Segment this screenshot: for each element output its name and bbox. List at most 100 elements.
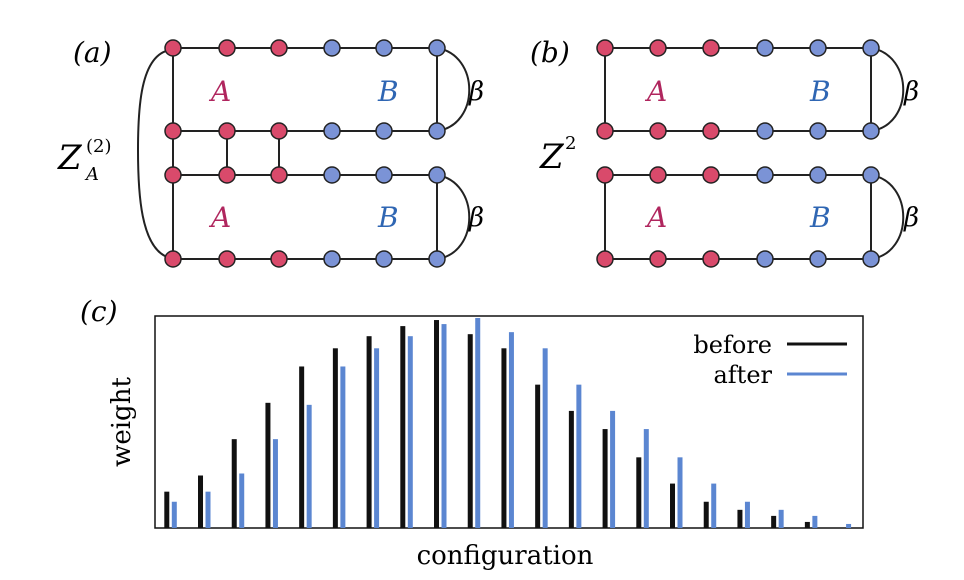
node [428,122,446,140]
node [218,122,236,140]
panel-a-beta-bottom: β [468,203,484,233]
bar-before [366,336,372,528]
node [649,39,667,57]
bar-before [299,366,305,528]
panel-a-lattice: (a) [57,36,484,268]
node [270,39,288,57]
bar-before [670,483,676,528]
node [702,122,720,140]
bar-before [501,348,507,528]
node [270,122,288,140]
node [809,250,827,268]
bar-before [467,334,473,528]
node [164,250,182,268]
panel-a-beta-top: β [468,77,484,107]
node [164,166,182,184]
bar-after [475,318,481,528]
node [375,250,393,268]
panel-b-beta-arc-bottom [870,174,905,260]
node [428,166,446,184]
bar-before [164,491,170,528]
bar-after [239,473,245,528]
legend-label-before: before [693,331,772,359]
node [702,166,720,184]
panel-b-z-symbol: Z [539,137,565,177]
panel-a-beta-arc-top [436,47,471,132]
node [756,39,774,57]
panel-b-region-b-top: B [809,75,831,108]
panel-c-label: (c) [80,295,118,328]
bar-before [231,439,237,528]
node [809,122,827,140]
x-axis-label: configuration [417,541,594,571]
panel-a-beta-arc-bottom [436,174,471,260]
bar-before [332,348,338,528]
bar-after [677,457,683,528]
bar-before [703,501,709,528]
panel-a-region-b-top: B [377,75,399,108]
node [428,250,446,268]
node [218,166,236,184]
node [649,122,667,140]
node [270,250,288,268]
bar-before [737,509,743,528]
bar-after [272,439,278,528]
panel-a-z-symbol: Z [57,138,83,178]
panel-c-chart: (c) configuration weight before after [80,295,864,571]
bar-after [171,501,177,528]
panel-b-beta-bottom: β [903,203,919,233]
panel-b-z-superscript: 2 [565,133,576,154]
bar-after [340,366,346,528]
panel-b-region-b-bottom: B [809,201,831,234]
bar-before [434,320,440,528]
node [702,39,720,57]
bar-after [441,324,447,528]
node [862,122,880,140]
node [375,166,393,184]
bar-after [610,410,616,528]
panel-a-z-superscript: (2) [86,136,112,157]
panel-b-region-a-top: A [644,75,667,108]
node [702,250,720,268]
bar-before [602,429,608,528]
node [323,166,341,184]
bar-after [812,515,818,528]
node [596,166,614,184]
panel-b-label: (b) [530,36,570,69]
node [596,122,614,140]
node [649,250,667,268]
bar-after [306,404,312,528]
bar-after [576,384,582,528]
chart-bars [164,318,852,528]
node [323,122,341,140]
bar-before [265,402,271,528]
bar-after [374,348,380,528]
node [428,39,446,57]
bar-after [407,336,413,528]
bar-after [643,429,649,528]
bar-before [198,475,204,528]
y-axis-label: weight [107,377,137,467]
panel-a-z-subscript: A [84,164,99,185]
bar-after [508,332,514,528]
bar-after [542,348,548,528]
bar-after [846,523,852,528]
panel-a-label: (a) [73,36,112,69]
panel-b-beta-arc-top [870,47,905,132]
panel-b-lattice: (b) [530,36,919,268]
panel-a-left-bracket [136,49,171,259]
node [270,166,288,184]
node [323,39,341,57]
bar-after [744,501,750,528]
node [375,39,393,57]
node [862,39,880,57]
bar-before [804,521,810,528]
panel-b-nodes [596,39,880,268]
panel-b-beta-top: β [903,77,919,107]
node [323,250,341,268]
node [164,39,182,57]
node [756,250,774,268]
node [756,166,774,184]
bar-before [400,326,406,528]
